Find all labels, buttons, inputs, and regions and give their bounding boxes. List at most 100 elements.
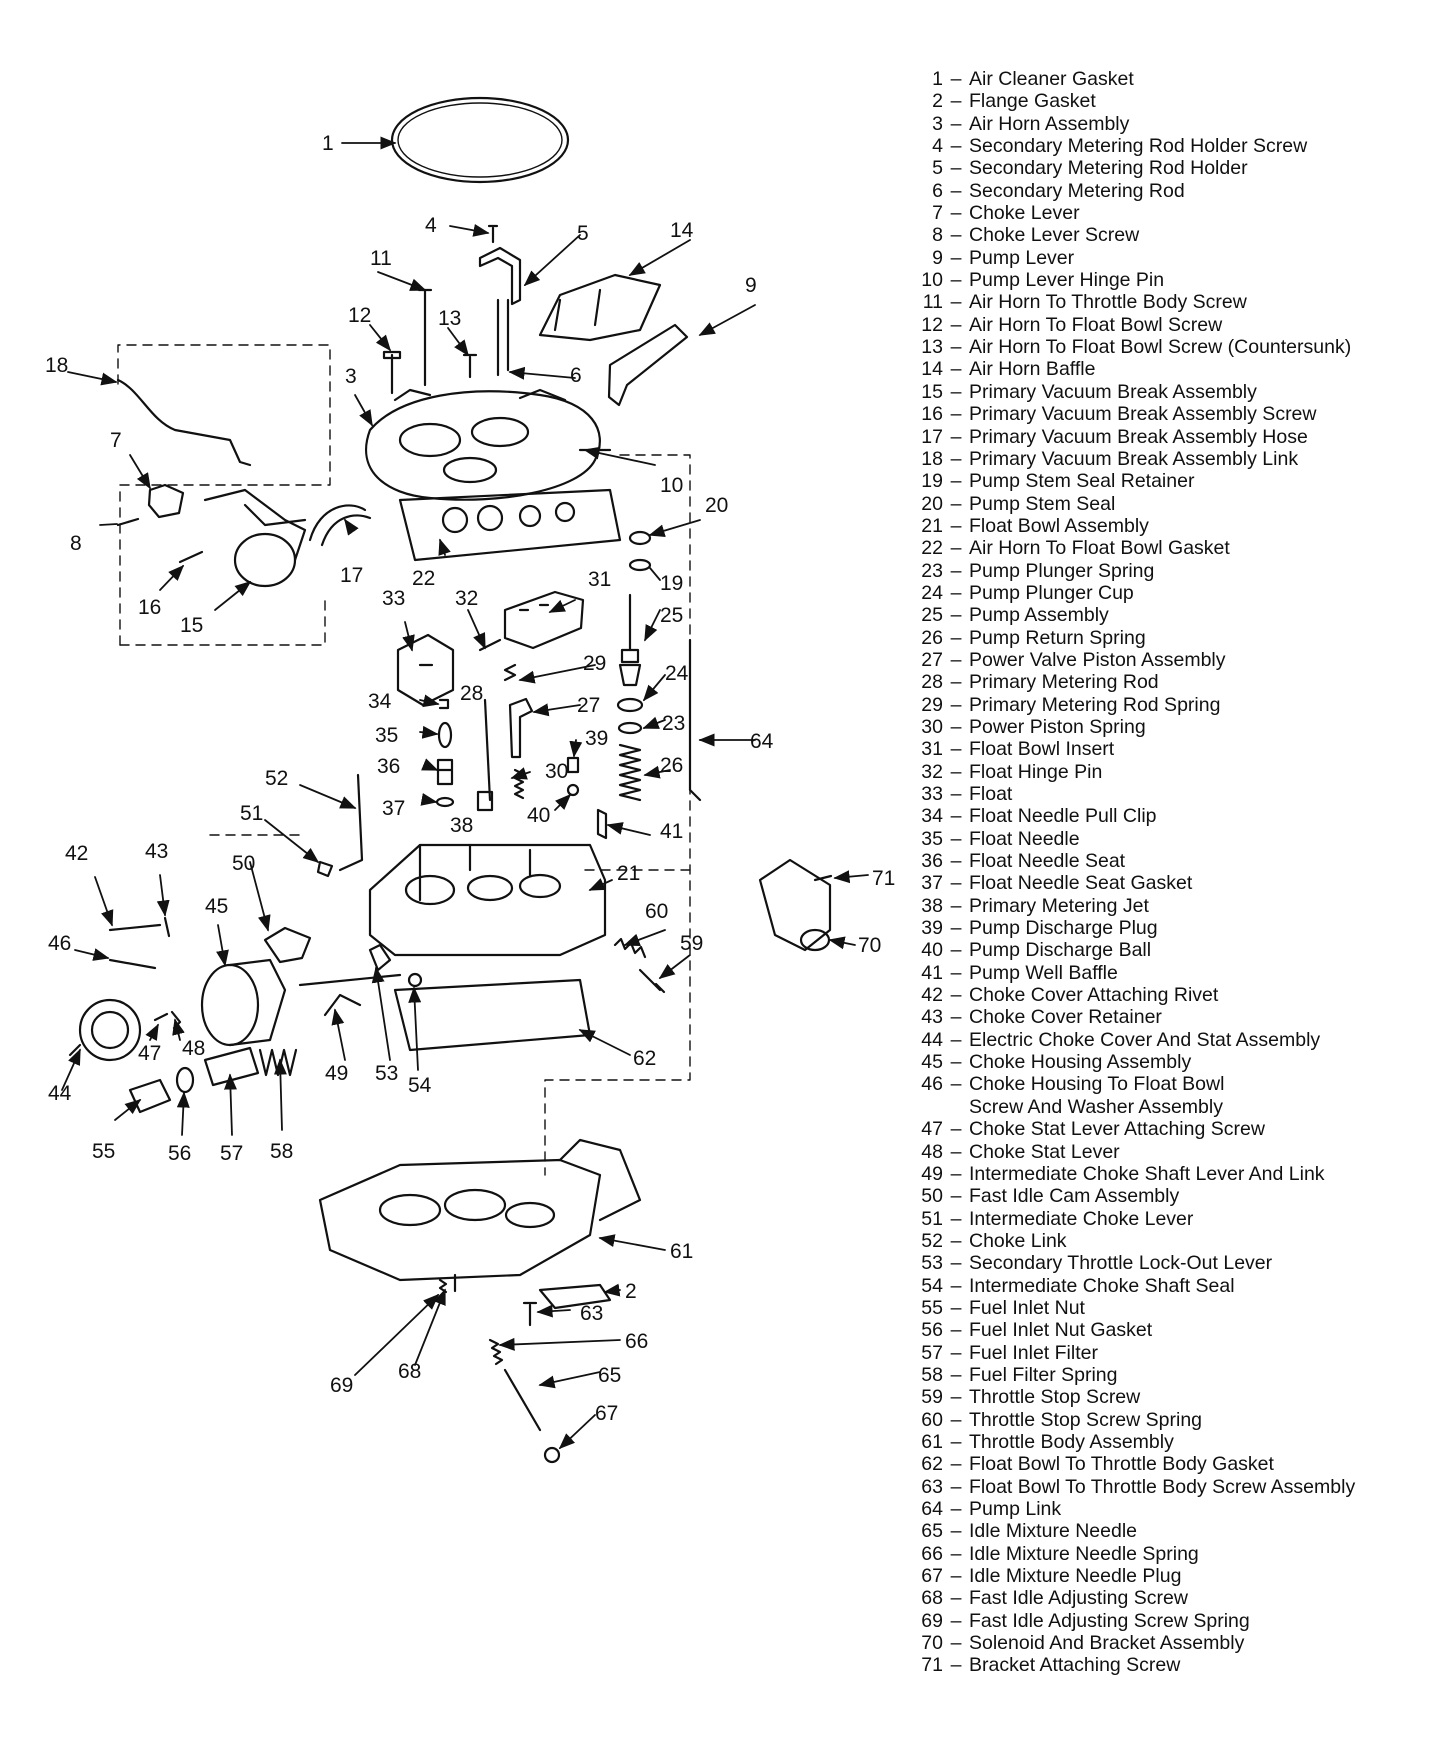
float-needle-pull-clip bbox=[438, 698, 450, 710]
legend-item: 65–Idle Mixture Needle bbox=[905, 1520, 1445, 1542]
legend-item-label: Float Needle Seat Gasket bbox=[969, 872, 1193, 895]
legend-item: 67–Idle Mixture Needle Plug bbox=[905, 1565, 1445, 1587]
legend-item-number: 47 bbox=[921, 1118, 943, 1141]
callout-64: 64 bbox=[750, 730, 774, 753]
callout-19: 19 bbox=[660, 572, 683, 595]
legend-item-label: Electric Choke Cover And Stat Assembly bbox=[969, 1028, 1321, 1051]
legend-item-label: Choke Cover Retainer bbox=[969, 1006, 1162, 1029]
pump-return-spring bbox=[618, 743, 642, 802]
legend-item-label: Float Needle Seat bbox=[969, 850, 1126, 873]
legend-item-number: 64 bbox=[921, 1498, 943, 1520]
countersunk-screw bbox=[462, 353, 478, 379]
legend-item-dash: – bbox=[950, 1542, 962, 1565]
legend-item-label: Choke Link bbox=[969, 1229, 1067, 1252]
legend-item-label: Pump Lever Hinge Pin bbox=[969, 269, 1165, 292]
callout-54: 54 bbox=[408, 1074, 432, 1097]
legend-item-number: 23 bbox=[921, 559, 943, 582]
legend-item: 34–Float Needle Pull Clip bbox=[905, 805, 1445, 827]
legend-item: 41–Pump Well Baffle bbox=[905, 962, 1445, 984]
callout-10: 10 bbox=[660, 474, 683, 497]
metering-rod-holder-screw bbox=[487, 224, 499, 244]
callout-63: 63 bbox=[580, 1302, 603, 1325]
legend-item-number: 67 bbox=[921, 1565, 943, 1588]
callout-55: 55 bbox=[92, 1140, 115, 1163]
callout-33: 33 bbox=[382, 587, 405, 610]
legend-item: 59–Throttle Stop Screw bbox=[905, 1386, 1445, 1408]
intermediate-choke-shaft-seal bbox=[407, 972, 423, 988]
legend-item-number: 69 bbox=[921, 1609, 943, 1632]
legend-item-label: Primary Vacuum Break Assembly Hose bbox=[969, 425, 1308, 448]
legend-item-dash: – bbox=[950, 1140, 962, 1163]
legend-item-dash: – bbox=[950, 1073, 962, 1096]
legend-item-label: Primary Metering Rod bbox=[969, 671, 1159, 694]
legend-item-number: 45 bbox=[921, 1051, 943, 1074]
callout-12: 12 bbox=[348, 304, 371, 327]
legend-item: 52–Choke Link bbox=[905, 1230, 1445, 1252]
callout-18: 18 bbox=[45, 354, 68, 377]
callout-35: 35 bbox=[375, 724, 398, 747]
legend-item: 6–Secondary Metering Rod bbox=[905, 180, 1445, 202]
float-needle-seat-gasket bbox=[435, 796, 455, 808]
callout-22: 22 bbox=[412, 567, 435, 590]
legend-item-number: 8 bbox=[932, 224, 943, 247]
legend-item-label: Fuel Inlet Nut bbox=[969, 1296, 1085, 1319]
legend-item-dash: – bbox=[950, 1654, 962, 1677]
vacuum-break-hose bbox=[308, 504, 372, 547]
legend-item-dash: – bbox=[950, 1162, 962, 1185]
callout-26: 26 bbox=[660, 754, 683, 777]
legend-item-dash: – bbox=[950, 470, 962, 493]
legend-item-dash: – bbox=[950, 90, 962, 113]
legend-item-dash: – bbox=[950, 1498, 962, 1520]
callout-21: 21 bbox=[617, 862, 640, 885]
legend-item-label: Air Horn Assembly bbox=[969, 112, 1130, 135]
legend-item-label: Fuel Inlet Filter bbox=[969, 1341, 1098, 1364]
legend-item-label: Pump Discharge Plug bbox=[969, 917, 1158, 940]
legend-item-dash: – bbox=[950, 604, 962, 627]
pump-assembly bbox=[618, 593, 642, 687]
legend-item-dash: – bbox=[950, 537, 962, 560]
legend-item-label: Air Horn Baffle bbox=[969, 358, 1096, 381]
legend-item: 50–Fast Idle Cam Assembly bbox=[905, 1185, 1445, 1207]
callout-51: 51 bbox=[240, 802, 263, 825]
legend-item-number: 26 bbox=[921, 626, 943, 649]
legend-item-number: 62 bbox=[921, 1453, 943, 1476]
legend-item-dash: – bbox=[950, 783, 962, 805]
callout-1: 1 bbox=[322, 132, 334, 155]
legend-item-dash: – bbox=[950, 179, 962, 202]
legend-item-label: Air Horn To Throttle Body Screw bbox=[969, 291, 1247, 314]
legend-item-dash: – bbox=[950, 1363, 962, 1386]
legend-item-label: Throttle Stop Screw Spring bbox=[969, 1408, 1203, 1431]
legend-item-dash: – bbox=[950, 1565, 962, 1588]
choke-cover-attaching-rivet bbox=[108, 923, 162, 932]
callout-7: 7 bbox=[110, 429, 122, 452]
legend-item-number: 10 bbox=[921, 269, 943, 292]
legend-item-dash: – bbox=[950, 1430, 962, 1453]
legend-item: 24–Pump Plunger Cup bbox=[905, 582, 1445, 604]
leader-lines bbox=[61, 136, 869, 1450]
legend-item-number: 19 bbox=[921, 470, 943, 493]
pump-discharge-ball bbox=[566, 783, 580, 797]
legend-item: 32–Float Hinge Pin bbox=[905, 761, 1445, 783]
legend-item-label: Pump Link bbox=[969, 1498, 1062, 1520]
legend-item: 17–Primary Vacuum Break Assembly Hose bbox=[905, 426, 1445, 448]
legend-item: 9–Pump Lever bbox=[905, 247, 1445, 269]
legend-item-number: 18 bbox=[921, 447, 943, 470]
pump-plunger-cup bbox=[616, 697, 644, 713]
legend-item-number: 2 bbox=[932, 90, 943, 113]
legend-item-label: Flange Gasket bbox=[969, 90, 1096, 113]
legend-item: 7–Choke Lever bbox=[905, 202, 1445, 224]
legend-item-number: 46 bbox=[921, 1073, 943, 1096]
callout-20: 20 bbox=[705, 494, 728, 517]
legend-item-label: Float Needle bbox=[969, 827, 1080, 850]
legend-item-label: Idle Mixture Needle bbox=[969, 1520, 1137, 1543]
legend-item-dash: – bbox=[950, 626, 962, 649]
callout-16: 16 bbox=[138, 596, 161, 619]
legend-item-dash: – bbox=[950, 1252, 962, 1275]
legend-item-label: Pump Plunger Spring bbox=[969, 559, 1155, 582]
legend-item-number: 13 bbox=[921, 336, 943, 359]
callout-labels: 1 4 5 14 9 11 12 13 6 3 18 7 10 20 8 19 … bbox=[45, 132, 895, 1425]
legend-item-number: 6 bbox=[932, 179, 943, 202]
choke-link bbox=[338, 773, 364, 872]
legend-item-number: 14 bbox=[921, 358, 943, 381]
legend-item-number: 11 bbox=[922, 291, 943, 314]
